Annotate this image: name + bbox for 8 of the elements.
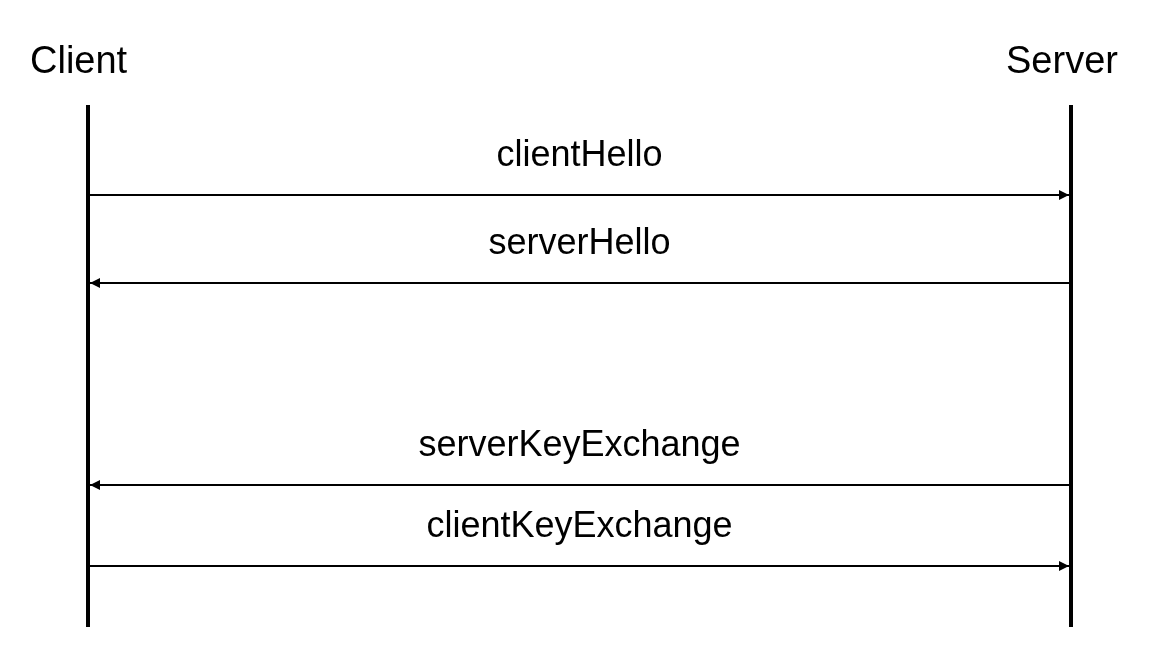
participant-name: Client xyxy=(30,38,128,82)
message-arrow xyxy=(89,480,1070,490)
lifeline-bar xyxy=(86,105,90,627)
message-arrow xyxy=(89,190,1070,200)
message-arrow xyxy=(89,278,1070,288)
participant-name: Server xyxy=(1006,38,1118,82)
lifeline-bar xyxy=(1069,105,1073,627)
message-arrow xyxy=(89,561,1070,571)
